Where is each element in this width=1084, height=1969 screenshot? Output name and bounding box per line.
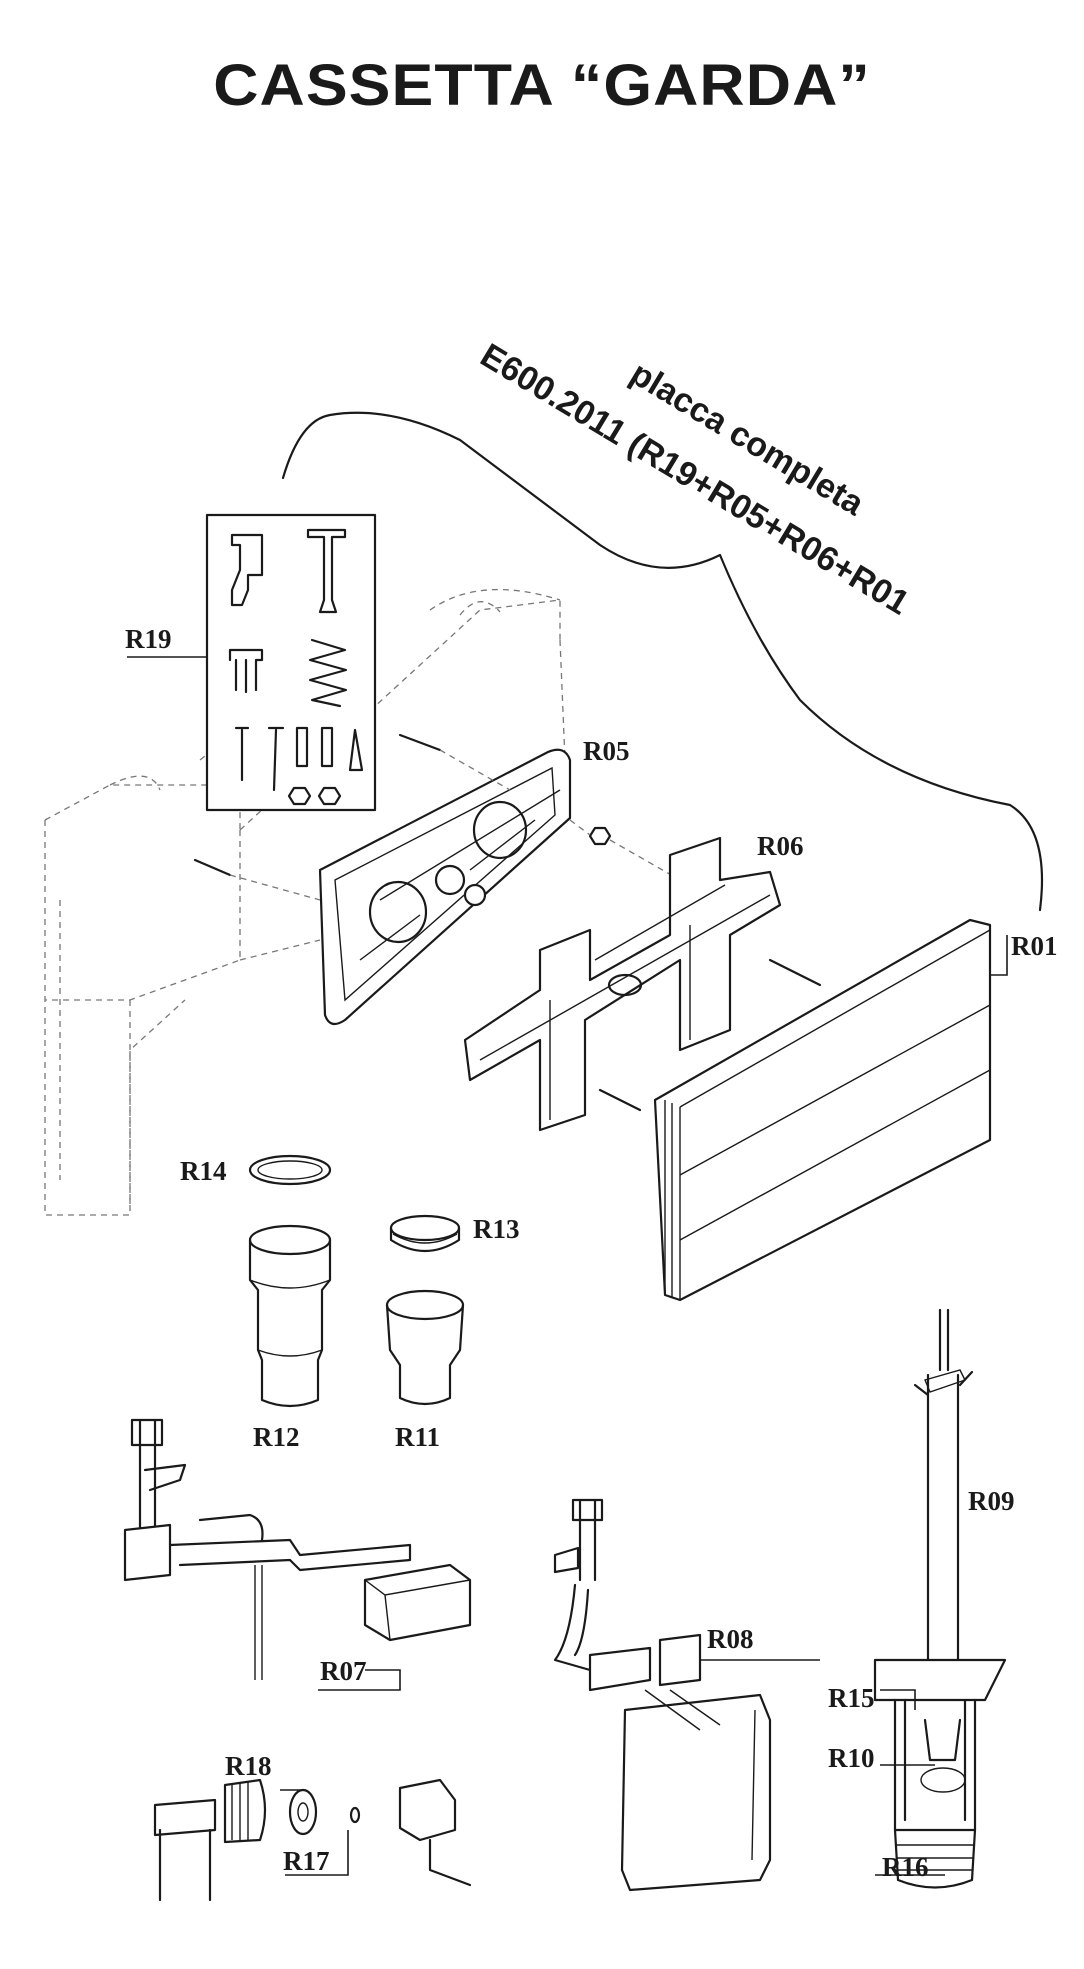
kit-brace-curve bbox=[281, 411, 1044, 912]
label-r05: R05 bbox=[583, 736, 630, 766]
r11-tube bbox=[385, 1289, 465, 1406]
label-r08: R08 bbox=[707, 1624, 754, 1654]
r19-hardware-kit bbox=[205, 513, 377, 812]
label-r01: R01 bbox=[1011, 931, 1058, 961]
label-r12: R12 bbox=[253, 1422, 300, 1452]
r12-tube bbox=[248, 1224, 332, 1408]
r05-mounting-plate bbox=[318, 748, 572, 1026]
r14-gasket bbox=[248, 1154, 332, 1186]
label-r09: R09 bbox=[968, 1486, 1015, 1516]
r09-flush-valve bbox=[873, 1308, 1007, 1889]
label-r15: R15 bbox=[828, 1683, 875, 1713]
label-r19: R19 bbox=[125, 624, 172, 654]
label-r06: R06 bbox=[757, 831, 804, 861]
r13-ring bbox=[389, 1214, 461, 1252]
r01-front-panel bbox=[653, 918, 992, 1302]
label-r11: R11 bbox=[395, 1422, 440, 1452]
cistern-outline bbox=[44, 588, 566, 1216]
label-r16: R16 bbox=[882, 1852, 929, 1882]
r07-fill-valve bbox=[123, 1418, 472, 1680]
screws-r05 bbox=[193, 733, 681, 901]
r08-fill-valve bbox=[553, 1498, 772, 1892]
leader-lines bbox=[127, 656, 1008, 1876]
label-r07: R07 bbox=[320, 1656, 367, 1686]
r18-fitting bbox=[153, 1778, 472, 1902]
label-r17: R17 bbox=[283, 1846, 330, 1876]
label-r13: R13 bbox=[473, 1214, 520, 1244]
r06-frame bbox=[463, 836, 822, 1132]
label-r18: R18 bbox=[225, 1751, 272, 1781]
label-r10: R10 bbox=[828, 1743, 875, 1773]
page-title: CASSETTA “GARDA” bbox=[213, 53, 871, 118]
label-r14: R14 bbox=[180, 1156, 227, 1186]
